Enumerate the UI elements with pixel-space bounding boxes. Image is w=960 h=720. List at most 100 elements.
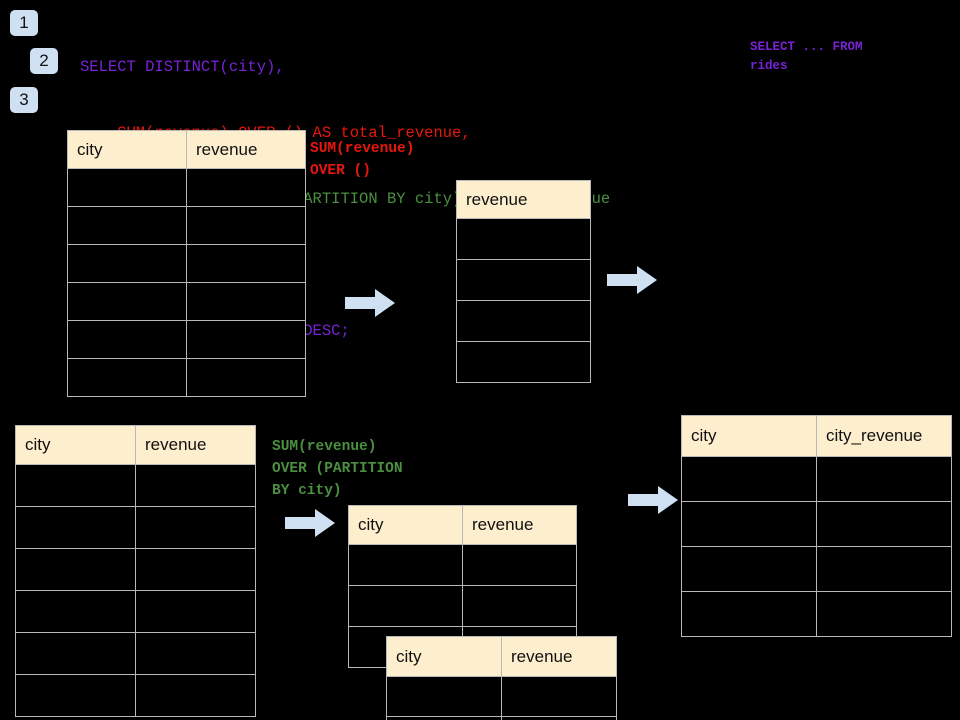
table-header-row: city revenue (348, 505, 577, 545)
column-header-revenue: revenue (135, 425, 256, 465)
cell-city (15, 632, 136, 675)
cell-revenue (501, 676, 617, 717)
cell-city-revenue (816, 591, 952, 637)
cell-revenue (135, 548, 256, 591)
table-header-row: city revenue (67, 130, 306, 169)
table-row (15, 590, 256, 633)
arrow-rides-to-partition (285, 509, 335, 537)
cell-revenue (456, 259, 591, 301)
step-badge-1[interactable]: 1 (10, 10, 38, 36)
table-row (67, 206, 306, 245)
cell-city (15, 506, 136, 549)
step-badge-3[interactable]: 3 (10, 87, 38, 113)
table-row (456, 218, 591, 260)
cell-city (15, 548, 136, 591)
table-row (456, 259, 591, 301)
table-row (15, 506, 256, 549)
result-table: city city_revenue (681, 415, 952, 637)
cell-city (681, 591, 817, 637)
cell-revenue (462, 585, 577, 627)
column-header-city: city (15, 425, 136, 465)
cell-revenue (135, 632, 256, 675)
table-row (15, 674, 256, 717)
cell-revenue (456, 218, 591, 260)
cell-city (348, 585, 463, 627)
table-row (348, 585, 577, 627)
cell-city (67, 282, 187, 321)
cell-revenue (135, 464, 256, 507)
arrow-partition-to-result (628, 486, 678, 514)
table-header-row: revenue (456, 180, 591, 219)
cell-revenue (135, 506, 256, 549)
cell-city (348, 544, 463, 586)
table-header-row: city revenue (386, 636, 617, 677)
cell-city (67, 206, 187, 245)
cell-revenue (501, 716, 617, 720)
table-row (348, 544, 577, 586)
cell-revenue (186, 320, 306, 359)
cell-revenue (186, 244, 306, 283)
annotation-sum-over-partition: SUM(revenue) OVER (PARTITION BY city) (272, 439, 403, 499)
cell-city-revenue (816, 456, 952, 502)
table-row (67, 320, 306, 359)
cell-city (67, 244, 187, 283)
cell-city (681, 456, 817, 502)
sidenote-select-from-rides: SELECT ... FROM rides (750, 40, 863, 73)
table-row (15, 632, 256, 675)
cell-revenue (186, 358, 306, 397)
table-row (681, 501, 952, 547)
column-header-city: city (348, 505, 463, 545)
table-row (681, 456, 952, 502)
table-row (67, 358, 306, 397)
column-header-revenue: revenue (186, 130, 306, 169)
rides-table-top: city revenue (67, 130, 306, 397)
total-revenue-table: revenue (456, 180, 591, 383)
cell-city-revenue (816, 501, 952, 547)
table-row (15, 464, 256, 507)
arrow-rides-to-total (345, 289, 395, 317)
column-header-city: city (386, 636, 502, 677)
cell-revenue (135, 674, 256, 717)
cell-revenue (186, 206, 306, 245)
column-header-city: city (67, 130, 187, 169)
cell-city (681, 546, 817, 592)
table-row (67, 282, 306, 321)
column-header-city-revenue: city_revenue (816, 415, 952, 457)
cell-city (15, 674, 136, 717)
cell-city-revenue (816, 546, 952, 592)
cell-city (15, 590, 136, 633)
cell-city (67, 168, 187, 207)
step-badge-2[interactable]: 2 (30, 48, 58, 74)
cell-city (67, 358, 187, 397)
cell-city (681, 501, 817, 547)
cell-revenue (186, 168, 306, 207)
rides-table-bottom: city revenue (15, 425, 256, 717)
column-header-city: city (681, 415, 817, 457)
cell-city (386, 676, 502, 717)
partition-table-front: city revenue (386, 636, 617, 720)
cell-revenue (462, 544, 577, 586)
table-row (681, 591, 952, 637)
column-header-revenue: revenue (501, 636, 617, 677)
table-header-row: city revenue (15, 425, 256, 465)
cell-city (67, 320, 187, 359)
table-row (681, 546, 952, 592)
table-row (15, 548, 256, 591)
table-row (456, 341, 591, 383)
cell-revenue (456, 341, 591, 383)
cell-city (15, 464, 136, 507)
table-header-row: city city_revenue (681, 415, 952, 457)
annotation-sum-over-empty: SUM(revenue) OVER () (310, 141, 415, 179)
column-header-revenue: revenue (456, 180, 591, 219)
cell-revenue (186, 282, 306, 321)
column-header-revenue: revenue (462, 505, 577, 545)
table-row (67, 244, 306, 283)
table-row (67, 168, 306, 207)
arrow-total-to-result (607, 266, 657, 294)
sql-line-select: SELECT DISTINCT(city), (80, 58, 285, 76)
table-row (456, 300, 591, 342)
cell-city (386, 716, 502, 720)
cell-revenue (135, 590, 256, 633)
table-row (386, 676, 617, 717)
